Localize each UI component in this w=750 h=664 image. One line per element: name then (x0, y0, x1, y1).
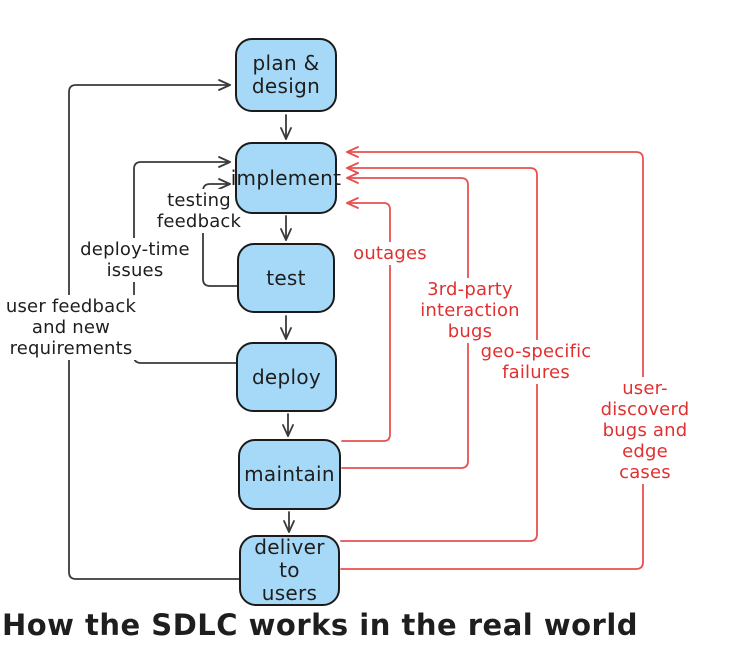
label-outages: outages (350, 242, 430, 265)
node-label-maintain: maintain (244, 462, 335, 486)
label-user-feedback: user feedback and new requirements (2, 295, 140, 360)
node-label-deploy: deploy (251, 364, 322, 389)
node-label-implement: implement (230, 165, 342, 190)
edge-testing-feedback (202, 178, 239, 287)
diagram-title: How the SDLC works in the real world (1, 608, 639, 642)
node-deploy: deploy (236, 342, 337, 412)
node-implement: implement (231, 142, 341, 214)
label-deploy-time-issues: deploy-time issues (77, 238, 193, 282)
node-label-deliver-to-users: deliver to users (254, 535, 325, 605)
edge-user-discovered-bugs (340, 146, 644, 570)
label-testing-feedback: testing feedback (153, 189, 245, 233)
node-label-test: test (266, 265, 306, 290)
label-geo-specific-failures: geo-specific failures (477, 340, 595, 384)
label-user-discovered-bugs: user-discoverd bugs and edge cases (592, 377, 698, 484)
label-third-party-bugs: 3rd-party interaction bugs (417, 278, 523, 343)
node-maintain: maintain (238, 439, 341, 510)
node-deliver-to-users: deliver to users (239, 535, 340, 606)
node-test: test (237, 243, 335, 313)
node-plan-design: plan & design (235, 38, 337, 112)
node-label-plan-design: plan & design (251, 51, 321, 98)
edge-outages (341, 197, 391, 442)
